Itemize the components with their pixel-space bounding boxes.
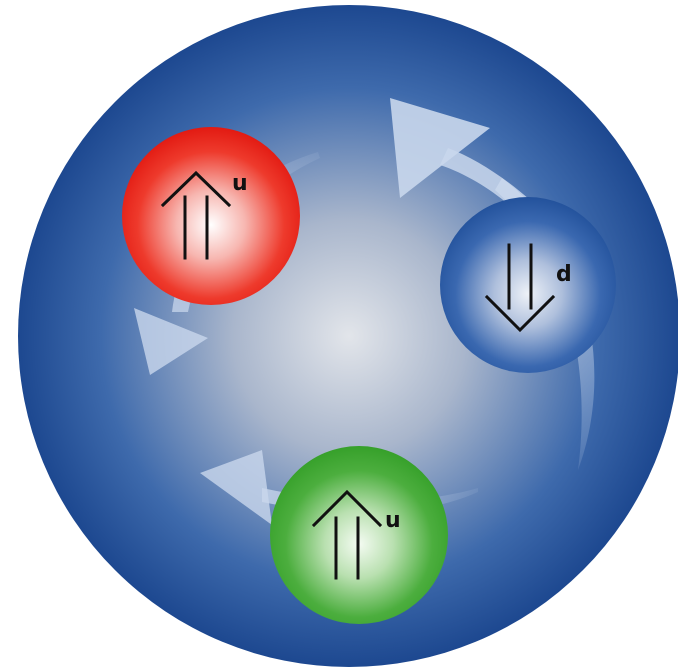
quark-up-green: u xyxy=(270,446,448,624)
quark-label: u xyxy=(232,171,248,196)
spin-up-arrow-icon xyxy=(160,170,232,260)
spin-up-arrow-icon xyxy=(311,489,383,580)
quark-up-red: u xyxy=(122,127,300,305)
quark-label: u xyxy=(385,508,401,533)
spin-down-arrow-icon xyxy=(484,243,556,333)
quark-down-blue: d xyxy=(440,197,616,373)
quark-label: d xyxy=(556,262,572,287)
